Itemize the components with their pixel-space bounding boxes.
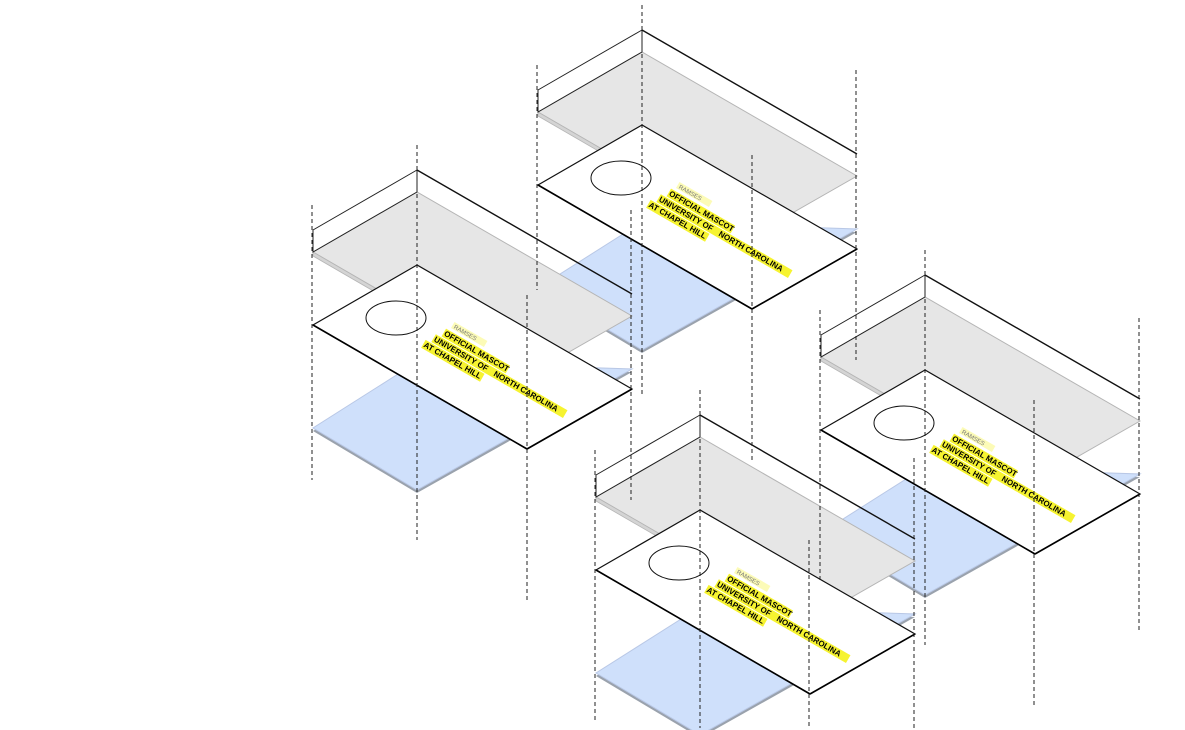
projection-lines bbox=[311, 5, 1140, 728]
unit-top: RAMSES OFFICIAL MASCOT UNIVERSITY OF NOR… bbox=[537, 29, 858, 354]
unit-left: RAMSES OFFICIAL MASCOT UNIVERSITY OF NOR… bbox=[312, 169, 633, 494]
unit-bottom: RAMSES OFFICIAL MASCOT UNIVERSITY OF NOR… bbox=[595, 414, 916, 730]
unit-right: RAMSES OFFICIAL MASCOT UNIVERSITY OF NOR… bbox=[820, 274, 1141, 599]
